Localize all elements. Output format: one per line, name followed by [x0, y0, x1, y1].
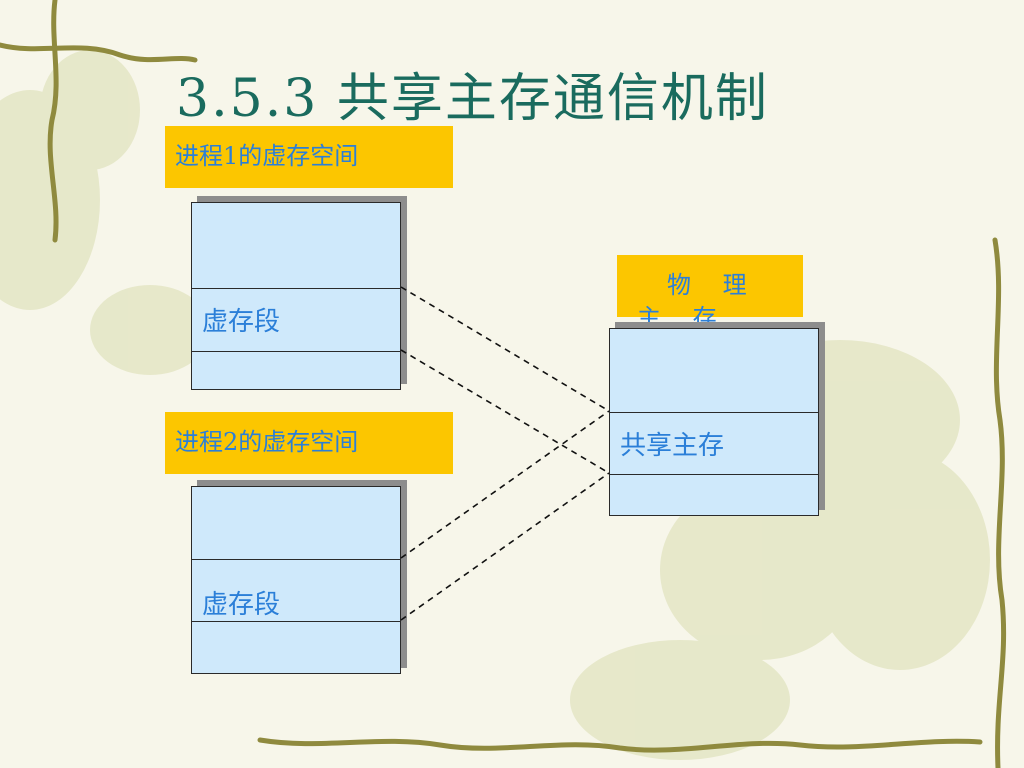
physical-memory-label: 物 理 主 存 — [617, 255, 803, 332]
process1-memory-block: 虚存段 — [191, 202, 401, 390]
process1-segment-top-border — [192, 288, 400, 289]
mapping-line-p2-top — [400, 410, 610, 559]
mapping-line-p1-top — [400, 286, 610, 412]
process2-memory-block: 虚存段 — [191, 486, 401, 674]
shared-segment-top-border — [610, 412, 818, 413]
process2-label: 进程2的虚存空间 — [165, 412, 453, 474]
process2-segment-label: 虚存段 — [202, 590, 281, 620]
process2-segment-bottom-border — [192, 621, 400, 622]
process1-segment-label: 虚存段 — [202, 307, 281, 337]
mapping-line-p1-bottom — [400, 349, 610, 474]
page-title: 3.5.3 共享主存通信机制 — [176, 69, 769, 129]
process1-label: 进程1的虚存空间 — [165, 126, 453, 188]
physical-memory-block: 共享主存 — [609, 328, 819, 516]
process2-segment-top-border — [192, 559, 400, 560]
mapping-line-p2-bottom — [400, 472, 610, 621]
process1-segment-bottom-border — [192, 351, 400, 352]
shared-memory-segment-label: 共享主存 — [620, 431, 725, 461]
shared-segment-bottom-border — [610, 474, 818, 475]
